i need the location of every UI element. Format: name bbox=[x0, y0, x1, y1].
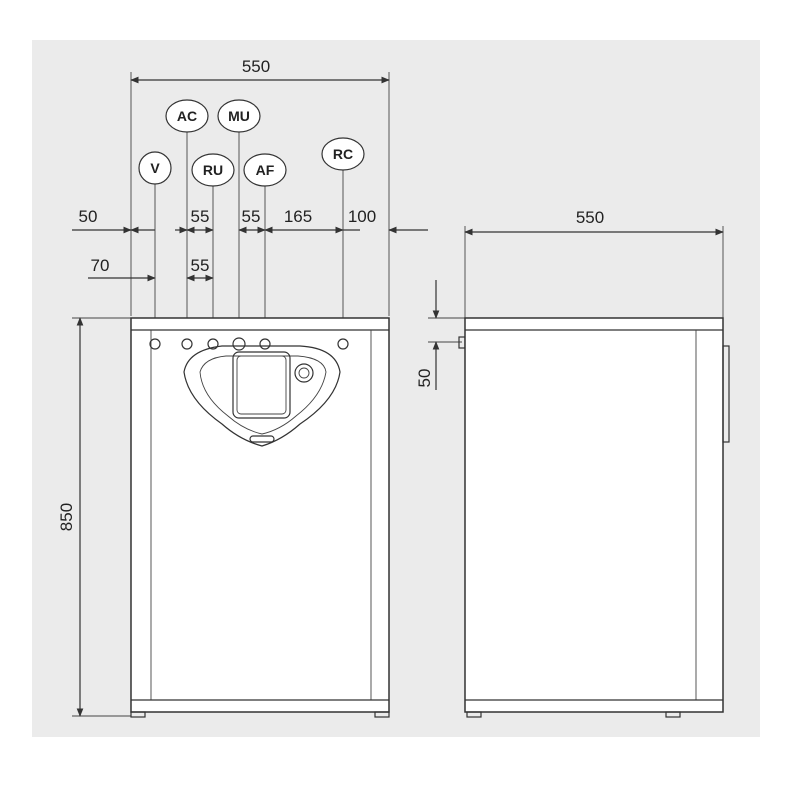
foot-right bbox=[374, 711, 390, 718]
tag-AF: AF bbox=[243, 153, 287, 187]
svg-text:RC: RC bbox=[333, 146, 353, 162]
control-knob bbox=[294, 363, 314, 383]
svg-text:MU: MU bbox=[228, 108, 250, 124]
dim-spacing-2: 55 bbox=[242, 207, 261, 226]
connection-V bbox=[149, 338, 161, 350]
connection-AC bbox=[181, 338, 193, 350]
boiler-side-body bbox=[464, 317, 724, 713]
side-view: 550 50 bbox=[415, 208, 730, 718]
connection-RC bbox=[337, 338, 349, 350]
svg-text:AC: AC bbox=[177, 108, 197, 124]
dim-total-width-side: 550 bbox=[576, 208, 604, 227]
dim-total-width-front: 550 bbox=[242, 57, 270, 76]
tag-AC: AC bbox=[165, 99, 209, 133]
dim-spacing-3: 165 bbox=[284, 207, 312, 226]
connection-MU bbox=[232, 337, 246, 351]
tag-RU: RU bbox=[191, 153, 235, 187]
brand-badge bbox=[249, 435, 275, 443]
dim-offset-70: 70 bbox=[91, 256, 110, 275]
svg-text:V: V bbox=[150, 160, 160, 176]
front-view: 550 50 55 55 165 100 70 55 V bbox=[57, 57, 428, 718]
tag-MU: MU bbox=[217, 99, 261, 133]
side-panel-protrusion bbox=[722, 345, 730, 443]
side-foot-right bbox=[665, 711, 681, 718]
connection-RU bbox=[207, 338, 219, 350]
dim-top-offset-side: 50 bbox=[415, 369, 434, 388]
dim-spacing-1: 55 bbox=[191, 207, 210, 226]
svg-text:RU: RU bbox=[203, 162, 223, 178]
connection-AF bbox=[259, 338, 271, 350]
dim-right-offset: 100 bbox=[348, 207, 376, 226]
display-screen bbox=[232, 351, 291, 419]
dim-height: 850 bbox=[57, 503, 76, 531]
dim-left-offset: 50 bbox=[79, 207, 98, 226]
foot-left bbox=[130, 711, 146, 718]
tag-V: V bbox=[138, 151, 172, 185]
tag-RC: RC bbox=[321, 137, 365, 171]
control-panel bbox=[183, 345, 341, 447]
svg-text:AF: AF bbox=[256, 162, 275, 178]
boiler-front-body bbox=[130, 317, 390, 713]
dim-spacing-55-lower: 55 bbox=[191, 256, 210, 275]
side-foot-left bbox=[466, 711, 482, 718]
